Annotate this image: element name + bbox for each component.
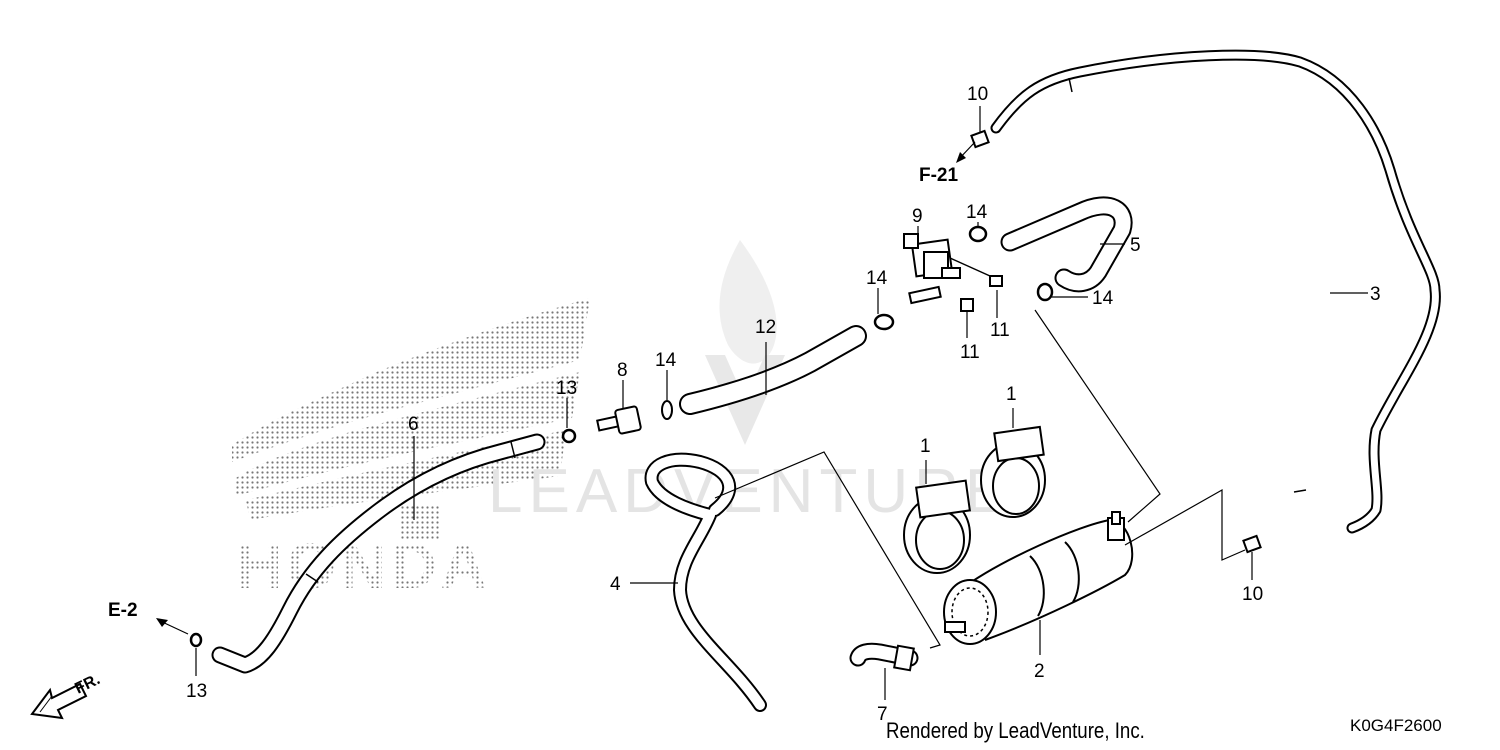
joint-8 xyxy=(596,405,642,435)
solenoid-valve-9 xyxy=(903,233,991,305)
hose-6 xyxy=(211,433,546,674)
clip-10-top xyxy=(970,129,990,149)
bolt-11-a xyxy=(989,275,1003,287)
ref-e2-label: E-2 xyxy=(108,600,138,621)
clamp-14-d xyxy=(1036,282,1054,302)
diagram-code: K0G4F2600 xyxy=(1350,716,1442,735)
callout-12: 12 xyxy=(755,317,776,338)
callout-3: 3 xyxy=(1370,284,1381,305)
callout-10-top: 10 xyxy=(967,84,988,105)
leader-lines xyxy=(156,106,1368,700)
callout-11-right: 11 xyxy=(990,320,1010,341)
bolt-11-b xyxy=(960,298,974,312)
hose-12 xyxy=(679,325,867,415)
canister-2 xyxy=(943,511,1134,645)
callout-6: 6 xyxy=(408,414,419,435)
ref-f21-label: F-21 xyxy=(919,165,959,186)
clamp-14-a xyxy=(661,400,673,420)
clamp-14-b xyxy=(873,313,895,331)
callout-9: 9 xyxy=(912,206,923,227)
callout-14-joint: 14 xyxy=(655,350,677,371)
hose-7 xyxy=(849,642,919,672)
front-label: FR. xyxy=(72,671,103,698)
clamp-13-a xyxy=(561,428,577,444)
callout-10-bottom: 10 xyxy=(1242,584,1263,605)
front-direction-arrow xyxy=(30,682,88,720)
clamp-14-c xyxy=(968,225,988,243)
rendered-by-credit: Rendered by LeadVenture, Inc. xyxy=(886,718,1145,743)
callout-14-valve: 14 xyxy=(966,202,988,223)
hose-5 xyxy=(1000,196,1133,293)
callout-2: 2 xyxy=(1034,661,1045,682)
hose-4 xyxy=(644,452,767,712)
callout-14-hose5: 14 xyxy=(1092,288,1114,309)
callout-13-bottom: 13 xyxy=(186,681,207,702)
callout-13-top: 13 xyxy=(556,378,577,399)
callout-1-left: 1 xyxy=(920,436,931,457)
band-1-right xyxy=(980,425,1046,518)
clamp-13-b xyxy=(189,632,203,648)
callout-14-hose12: 14 xyxy=(866,268,888,289)
honda-logo-letters: HONDA xyxy=(236,530,491,602)
callout-1-right: 1 xyxy=(1006,384,1017,405)
band-1-left xyxy=(903,479,971,574)
callout-8: 8 xyxy=(617,360,628,381)
callout-11-left: 11 xyxy=(960,342,980,363)
clip-10-bottom xyxy=(1242,534,1262,554)
callout-7: 7 xyxy=(877,704,888,725)
hose-3 xyxy=(990,49,1441,534)
callout-4: 4 xyxy=(610,574,621,595)
callout-5: 5 xyxy=(1130,235,1141,256)
